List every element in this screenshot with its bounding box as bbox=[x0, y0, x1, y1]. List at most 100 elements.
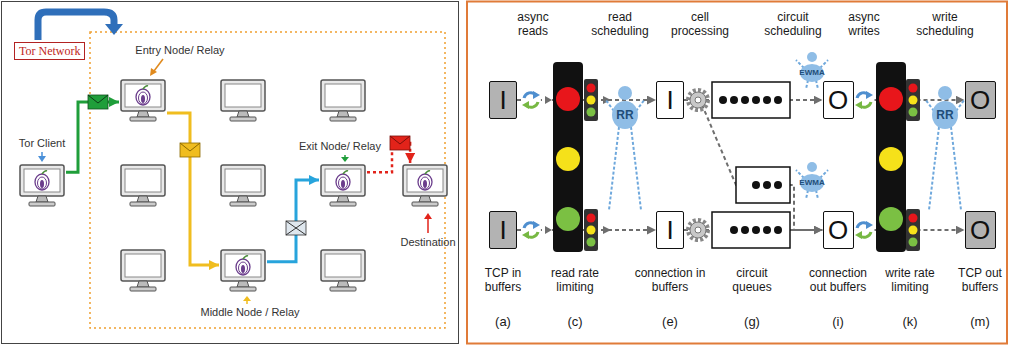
leader-head bbox=[243, 296, 251, 301]
node-label: O bbox=[970, 216, 990, 244]
node-label: Destination bbox=[400, 236, 455, 249]
buffer-box: I bbox=[656, 81, 684, 119]
relay-node: Destination bbox=[401, 163, 449, 209]
panel-letter: (a) bbox=[495, 315, 511, 329]
async-icon bbox=[521, 220, 541, 240]
stage-label: connection out buffers bbox=[802, 266, 874, 294]
stage-label: connection in buffers bbox=[630, 266, 710, 294]
panel-letter: (g) bbox=[744, 315, 760, 329]
computer-icon bbox=[401, 163, 449, 209]
stage-label: async reads bbox=[508, 10, 558, 38]
panel-letter: (e) bbox=[662, 315, 678, 329]
scheduler-figure bbox=[605, 86, 645, 210]
tor-computer bbox=[321, 165, 365, 206]
queued-cell bbox=[719, 96, 727, 104]
stage-label: TCP in buffers bbox=[475, 266, 531, 294]
node-label: Tor Network bbox=[19, 44, 80, 58]
buffer-box: O bbox=[823, 211, 854, 249]
stage-label: read scheduling bbox=[587, 10, 653, 38]
envelope-body bbox=[180, 143, 200, 157]
gear-icon bbox=[688, 90, 708, 110]
relay-node: Exit Node/ Relay bbox=[319, 163, 367, 209]
node-label: I bbox=[499, 216, 506, 244]
flow-connector bbox=[684, 100, 823, 230]
queued-cell bbox=[774, 226, 782, 234]
computer-icon bbox=[121, 250, 165, 291]
queued-cell bbox=[752, 181, 760, 189]
stage-label: read rate limiting bbox=[544, 266, 606, 294]
queued-cell bbox=[774, 181, 782, 189]
buffer-box: I bbox=[489, 81, 517, 119]
leader-line bbox=[427, 218, 429, 233]
relay-node: Middle Node / Relay bbox=[219, 248, 267, 294]
computer-icon bbox=[319, 163, 367, 209]
relay-node: Tor Client bbox=[18, 163, 66, 209]
queued-cell bbox=[752, 96, 760, 104]
envelope-icon bbox=[286, 221, 306, 235]
circuit-queue bbox=[736, 167, 790, 203]
buffer-box: O bbox=[965, 211, 996, 249]
queued-cell bbox=[730, 226, 738, 234]
scheduler-tag: EWMA bbox=[799, 178, 824, 188]
stage-label: write rate limiting bbox=[879, 266, 941, 294]
flow-head bbox=[603, 226, 611, 234]
leader-head bbox=[150, 68, 157, 76]
node-label: I bbox=[666, 86, 673, 114]
envelope-icon bbox=[180, 143, 200, 157]
node-label: Tor Client bbox=[19, 137, 65, 150]
network-tag: Tor Network bbox=[14, 42, 85, 60]
async-icon bbox=[854, 220, 874, 240]
queued-cell bbox=[752, 226, 760, 234]
computer-icon bbox=[119, 78, 167, 124]
envelope-flap bbox=[180, 143, 200, 151]
leader-head bbox=[38, 156, 46, 162]
panel-border bbox=[2, 2, 459, 344]
envelope-flap bbox=[390, 136, 410, 144]
panel-letter: (i) bbox=[832, 315, 844, 329]
async-icon bbox=[854, 90, 874, 110]
envelope-flap bbox=[286, 221, 306, 235]
queued-cell bbox=[763, 226, 771, 234]
tor-computer bbox=[20, 165, 64, 206]
envelope-icon bbox=[88, 95, 108, 109]
panel-border bbox=[467, 2, 1007, 344]
envelope-body bbox=[88, 95, 108, 109]
node-label: O bbox=[828, 216, 848, 244]
node-label: O bbox=[828, 86, 848, 114]
flow-head bbox=[545, 226, 552, 234]
scheduler-tag: RR bbox=[936, 108, 953, 122]
envelope-body bbox=[286, 221, 306, 235]
envelope-body bbox=[390, 136, 410, 150]
relay-node: Entry Node/ Relay bbox=[119, 78, 167, 124]
computer-icon bbox=[221, 165, 265, 206]
node-label: Exit Node/ Relay bbox=[299, 140, 381, 153]
buffer-box: O bbox=[823, 81, 854, 119]
pointer-arrow-head bbox=[105, 24, 123, 35]
stage-label: write scheduling bbox=[912, 10, 978, 38]
stage-label: TCP out buffers bbox=[956, 266, 1004, 294]
tor-computer bbox=[221, 250, 265, 291]
rate-limit-light bbox=[584, 79, 598, 121]
computer-icon bbox=[18, 163, 66, 209]
tor-computer bbox=[403, 165, 447, 206]
computer-icon bbox=[219, 248, 267, 294]
connector-group bbox=[66, 100, 965, 265]
envelope-icon bbox=[390, 136, 410, 150]
leader-line bbox=[154, 59, 163, 71]
flow-connector bbox=[66, 102, 119, 172]
flow-connector bbox=[167, 113, 219, 265]
stage-label: async writes bbox=[839, 10, 889, 38]
computer-icon bbox=[121, 165, 165, 206]
queued-cell bbox=[763, 96, 771, 104]
panel-letter: (c) bbox=[567, 315, 582, 329]
scheduler-figure bbox=[925, 86, 965, 210]
queued-cell bbox=[730, 96, 738, 104]
stage-label: circuit scheduling bbox=[760, 10, 826, 38]
stage-label: circuit queues bbox=[722, 266, 782, 294]
scheduler-tag: RR bbox=[616, 108, 633, 122]
pointer-arrow bbox=[38, 12, 114, 40]
queued-cell bbox=[741, 226, 749, 234]
network-region bbox=[90, 32, 445, 328]
